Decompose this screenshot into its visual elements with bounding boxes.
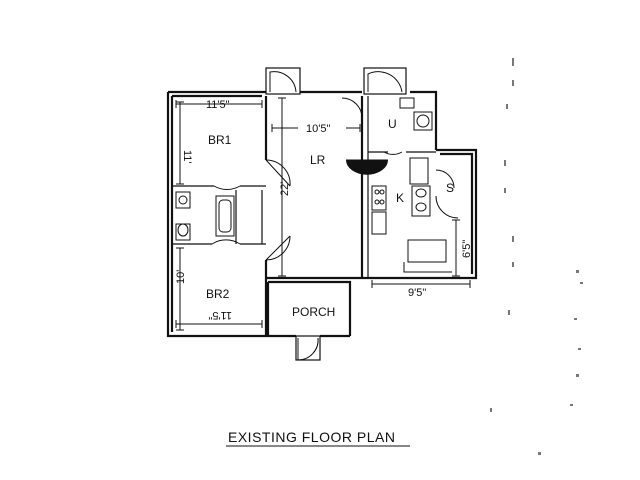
dim-br2-width: 11'5" — [208, 309, 232, 321]
kitchen-fixtures — [371, 157, 459, 273]
room-label-porch: PORCH — [292, 305, 335, 319]
dim-br1-width: 11'5" — [206, 99, 230, 111]
bath-fixtures — [175, 191, 235, 241]
room-label-utility: U — [388, 117, 397, 131]
room-label-br1: BR1 — [208, 133, 232, 147]
room-label-lr: LR — [310, 153, 326, 167]
room-label-kitchen: K — [396, 191, 404, 205]
utility-fixtures — [399, 97, 433, 131]
scan-noise — [490, 58, 583, 455]
dim-br2-depth: 10' — [175, 270, 187, 284]
top-doors — [265, 67, 407, 361]
dimension-lines — [175, 97, 471, 331]
dim-storage-depth: 6'5" — [461, 240, 473, 258]
dim-br1-depth: 11' — [181, 150, 193, 164]
room-label-br2: BR2 — [206, 287, 230, 301]
room-label-storage: S — [446, 181, 454, 195]
door-swings — [211, 97, 403, 261]
dim-lr-width: 10'5" — [306, 123, 330, 135]
dim-lr-depth: 22' — [279, 182, 291, 196]
exterior-walls — [166, 90, 478, 338]
dim-kitchen-width: 9'5" — [408, 287, 426, 299]
plan-caption: EXISTING FLOOR PLAN — [228, 429, 395, 445]
